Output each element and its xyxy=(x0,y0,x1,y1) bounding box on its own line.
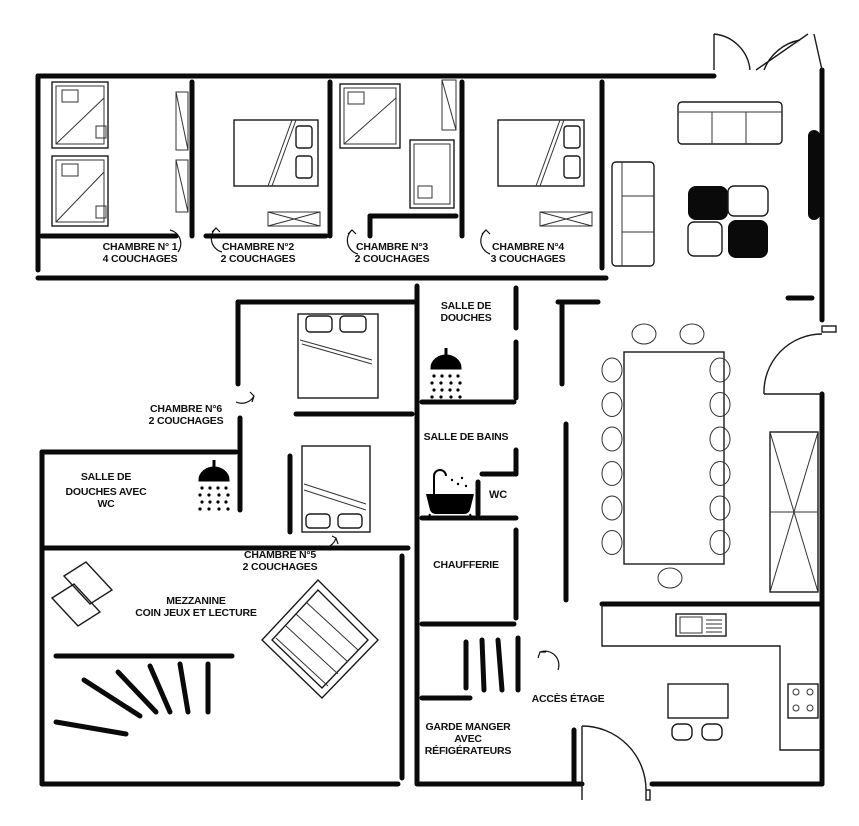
label-chaufferie: CHAUFFERIE xyxy=(433,559,499,571)
water-drop xyxy=(439,381,443,385)
door-arrows xyxy=(169,227,560,671)
water-drop xyxy=(226,507,230,511)
water-drop xyxy=(200,486,204,490)
doors xyxy=(581,33,837,801)
dining-chair xyxy=(709,357,731,383)
label-mezzanine-line1: MEZZANINE xyxy=(166,595,226,607)
label-mezzanine-line2: COIN JEUX ET LECTURE xyxy=(135,607,257,619)
label-chambre-3-line2: 2 COUCHAGES xyxy=(355,253,430,265)
water-drop xyxy=(217,507,221,511)
dining-chair xyxy=(709,530,731,555)
bedroom-3-furniture xyxy=(339,79,457,209)
water-drop xyxy=(458,395,462,399)
label-chambre-1-line2: 4 COUCHAGES xyxy=(103,253,178,265)
label-salle-douches-line2: DOUCHES xyxy=(440,312,491,324)
stairs xyxy=(463,637,505,693)
label-salle-douches-wc-line2: DOUCHES AVEC xyxy=(65,486,147,498)
bedroom-6-furniture xyxy=(297,313,379,399)
water-drop xyxy=(207,507,211,511)
dining-chair xyxy=(709,495,731,521)
label-garde-manger-line1: GARDE MANGER xyxy=(425,721,511,733)
label-chambre-2-line1: CHAMBRE N°2 xyxy=(222,241,294,253)
shower-icon xyxy=(430,348,462,399)
label-chambre-1-line1: CHAMBRE N° 1 xyxy=(103,241,178,253)
water-drop xyxy=(430,381,434,385)
dining-chair xyxy=(631,323,657,345)
bedroom-1-furniture xyxy=(51,81,189,227)
shower-icon-2 xyxy=(198,460,230,511)
water-drop xyxy=(440,388,444,392)
water-drop xyxy=(200,500,204,504)
dining-chair xyxy=(601,495,623,521)
bathtub-icon xyxy=(426,469,474,521)
water-drop xyxy=(208,500,212,504)
dining-chair xyxy=(709,461,731,486)
kitchen xyxy=(601,431,822,751)
water-drop xyxy=(216,500,220,504)
mezzanine-furniture xyxy=(50,561,379,737)
water-drop xyxy=(439,395,443,399)
label-chambre-5-line2: 2 COUCHAGES xyxy=(243,561,318,573)
dining-chair xyxy=(709,426,731,452)
label-salle-bains: SALLE DE BAINS xyxy=(424,431,509,443)
water-drop xyxy=(224,486,228,490)
label-garde-manger-line2: AVEC xyxy=(454,733,482,745)
label-salle-douches-wc-line3: WC xyxy=(97,498,115,510)
dining-chair xyxy=(601,357,623,383)
label-garde-manger-line3: RÉFIGÉRATEURS xyxy=(425,744,512,757)
dining-chair xyxy=(679,323,705,345)
label-salle-douches-wc-line1: SALLE DE xyxy=(81,471,132,483)
water-drop xyxy=(449,381,453,385)
dining-chair xyxy=(709,392,731,417)
room-labels: CHAMBRE N° 1 4 COUCHAGES CHAMBRE N°2 2 C… xyxy=(65,241,604,757)
living-area xyxy=(611,101,783,267)
water-drop xyxy=(224,500,228,504)
water-drop xyxy=(448,374,452,378)
label-chambre-4-line1: CHAMBRE N°4 xyxy=(492,241,564,253)
water-drop xyxy=(198,507,202,511)
water-drop xyxy=(207,493,211,497)
water-drop xyxy=(440,374,444,378)
water-drop xyxy=(458,381,462,385)
label-chambre-4-line2: 3 COUCHAGES xyxy=(491,253,566,265)
dining-area xyxy=(601,323,731,589)
water-drop xyxy=(198,493,202,497)
label-salle-douches-line1: SALLE DE xyxy=(441,300,492,312)
water-drop xyxy=(432,374,436,378)
bedroom-5-furniture xyxy=(301,445,371,533)
label-wc: WC xyxy=(489,489,507,501)
water-drop xyxy=(216,486,220,490)
dining-chair xyxy=(657,567,683,589)
water-drop xyxy=(208,486,212,490)
label-chambre-2-line2: 2 COUCHAGES xyxy=(221,253,296,265)
label-chambre-6-line2: 2 COUCHAGES xyxy=(149,415,224,427)
dining-chair xyxy=(601,426,623,452)
walls xyxy=(35,67,825,787)
water-drop xyxy=(430,395,434,399)
bedroom-2-furniture xyxy=(233,119,321,227)
water-drop xyxy=(432,388,436,392)
label-chambre-5-line1: CHAMBRE N°5 xyxy=(244,549,316,561)
dining-chair xyxy=(601,392,623,417)
water-drop xyxy=(449,395,453,399)
label-chambre-3-line1: CHAMBRE N°3 xyxy=(356,241,428,253)
water-drop xyxy=(456,388,460,392)
label-chambre-6-line1: CHAMBRE N°6 xyxy=(150,403,222,415)
bedroom-4-furniture xyxy=(497,119,593,227)
water-drop xyxy=(217,493,221,497)
dining-chair xyxy=(601,530,623,555)
water-drop xyxy=(448,388,452,392)
water-drop xyxy=(456,374,460,378)
dining-chair xyxy=(601,461,623,486)
water-drop xyxy=(226,493,230,497)
label-acces-etage: ACCÈS ÉTAGE xyxy=(532,692,605,705)
